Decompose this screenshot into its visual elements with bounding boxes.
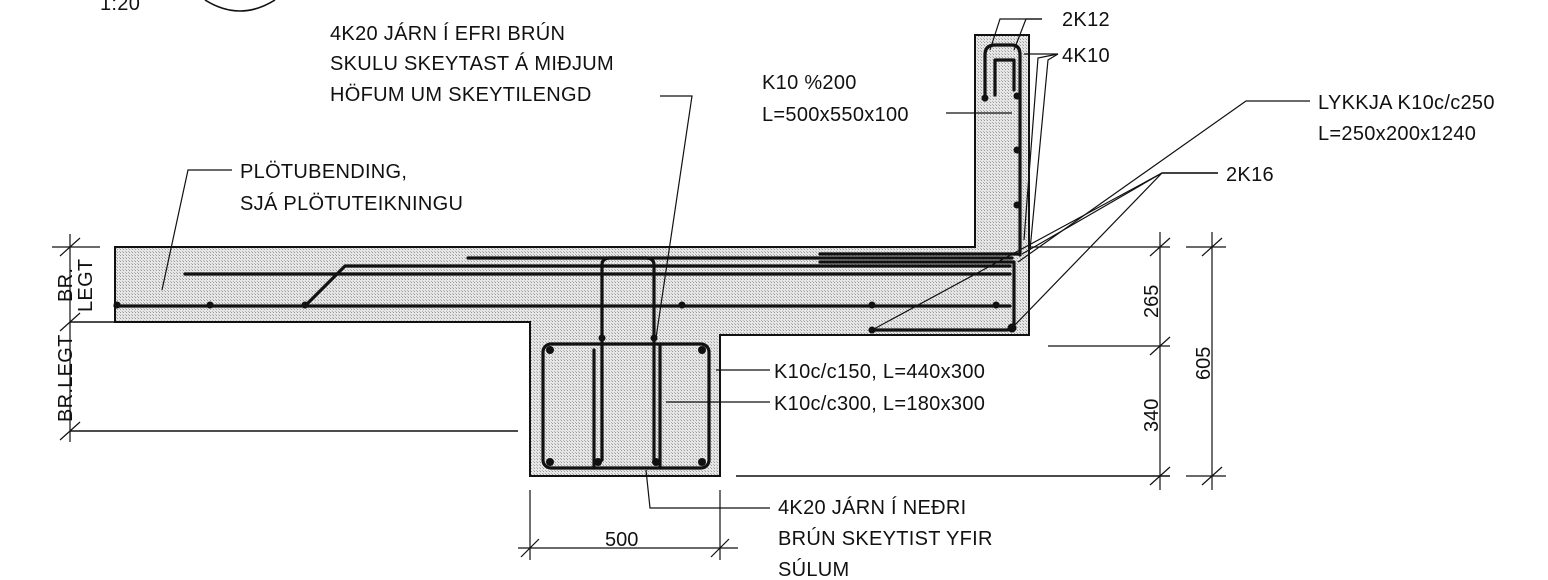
dim-beam-width: 500	[605, 529, 638, 551]
dim-beam-below: 340	[1141, 399, 1163, 432]
upstand-stirrup-line1: K10 %200	[762, 72, 857, 94]
dimension-lines	[52, 232, 1226, 560]
upstand-top-bars: 2K12	[1062, 9, 1110, 31]
bottom-bars-note-line1: 4K20 JÁRN Í NEÐRI	[778, 496, 967, 519]
br-legt-upper-a: BR.	[55, 268, 77, 302]
beam-inner-stirrup: K10c/c300, L=180x300	[774, 393, 985, 415]
dim-total-depth: 605	[1193, 347, 1215, 380]
br-legt-lower: BR.LEGT	[55, 334, 77, 422]
scale-label: 1:20	[100, 0, 140, 15]
slab-note-line2: SJÁ PLÖTUTEIKNINGU	[240, 192, 463, 215]
loop-note-line1: LYKKJA K10c/c250	[1318, 92, 1495, 114]
bottom-bars-note-line2: BRÚN SKEYTIST YFIR	[778, 527, 993, 550]
loop-note-line2: L=250x200x1240	[1318, 123, 1476, 145]
outline-lines	[70, 246, 1170, 477]
upstand-stirrup-line2: L=500x550x100	[762, 104, 909, 126]
bottom-bars-note-line3: SÚLUM	[778, 558, 850, 580]
slab-note-line1: PLÖTUBENDING,	[240, 161, 407, 183]
top-bars-note-line2: SKULU SKEYTAST Á MIÐJUM	[330, 52, 614, 75]
annotation-labels: 4K20 JÁRN Í EFRI BRÚN SKULU SKEYTAST Á M…	[55, 9, 1495, 580]
leader-lines	[161, 18, 1310, 509]
beam-reinforcement	[541, 256, 711, 470]
beam-outer-stirrup: K10c/c150, L=440x300	[774, 361, 985, 383]
scale-callout: 1:20	[100, 0, 276, 15]
dimension-values: 500 265 340 605	[605, 285, 1215, 551]
br-legt-upper-b: LEGT	[75, 259, 97, 312]
top-bars-note-line1: 4K20 JÁRN Í EFRI BRÚN	[330, 22, 565, 45]
upstand-reinforcement	[981, 43, 1022, 257]
top-bars-note-line3: HÖFUM UM SKEYTILENGD	[330, 84, 592, 106]
upstand-side-bars: 4K10	[1062, 45, 1110, 67]
dim-slab-depth: 265	[1141, 285, 1163, 318]
edge-bars-label: 2K16	[1226, 164, 1274, 186]
